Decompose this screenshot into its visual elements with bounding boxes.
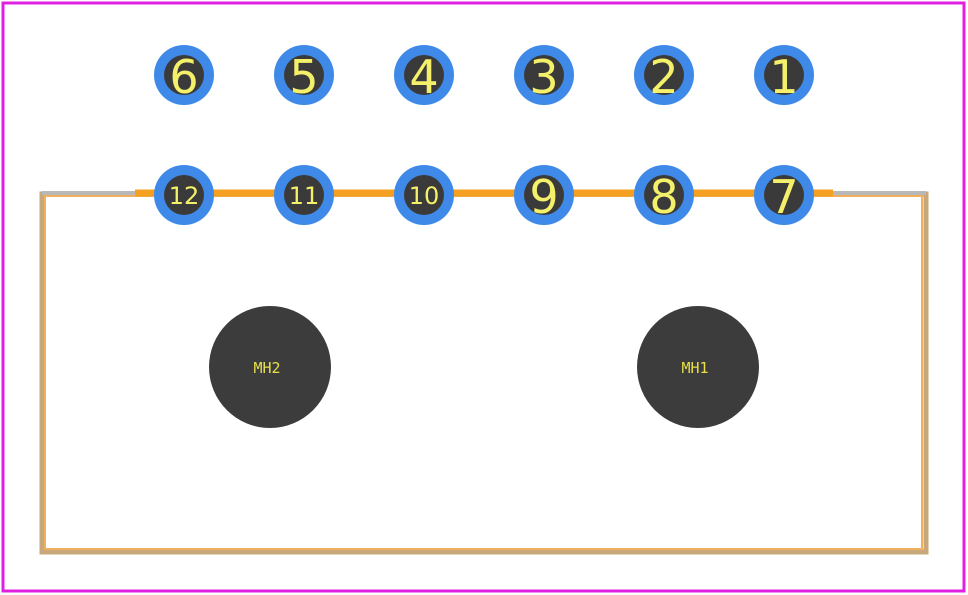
pad-2[interactable]: 2: [634, 45, 694, 105]
pad-number-label: 1: [769, 50, 798, 104]
outline-inner: [44, 195, 923, 550]
pad-number-label: 9: [529, 170, 558, 224]
pad-5[interactable]: 5: [274, 45, 334, 105]
pad-12[interactable]: 12: [154, 165, 214, 225]
pad-number-label: 7: [769, 170, 798, 224]
pad-number-label: 10: [409, 182, 440, 210]
pad-3[interactable]: 3: [514, 45, 574, 105]
mounting-hole-label: MH1: [681, 359, 708, 377]
pad-4[interactable]: 4: [394, 45, 454, 105]
pad-drill: [164, 175, 204, 215]
pad-9[interactable]: 9: [514, 165, 574, 225]
pad-8[interactable]: 8: [634, 165, 694, 225]
pad-7[interactable]: 7: [754, 165, 814, 225]
pad-number-label: 4: [409, 50, 438, 104]
pad-number-label: 2: [649, 50, 678, 104]
pad-drill: [764, 175, 804, 215]
pad-11[interactable]: 11: [274, 165, 334, 225]
mounting-holes-layer: MH2 MH1: [209, 306, 759, 428]
pad-drill: [644, 175, 684, 215]
pad-10[interactable]: 10: [394, 165, 454, 225]
outline-shadow: [39, 191, 929, 555]
pad-drill: [524, 55, 564, 95]
pad-drill: [764, 55, 804, 95]
pad-drill: [164, 55, 204, 95]
pad-drill: [524, 175, 564, 215]
pad-drill: [404, 55, 444, 95]
pad-number-label: 11: [289, 182, 320, 210]
pad-number-label: 8: [649, 170, 678, 224]
connector-outline: [39, 191, 929, 555]
pad-drill: [644, 55, 684, 95]
mounting-hole-mh2[interactable]: MH2: [209, 306, 331, 428]
pad-number-label: 12: [169, 182, 200, 210]
pad-drill: [404, 175, 444, 215]
pad-1[interactable]: 1: [754, 45, 814, 105]
pad-number-label: 5: [289, 50, 318, 104]
pad-6[interactable]: 6: [154, 45, 214, 105]
pad-drill: [284, 175, 324, 215]
pads-layer: 6 5 4 3 2 1 12 11 10 9 8 7: [154, 45, 814, 225]
pad-number-label: 6: [169, 50, 198, 104]
mounting-hole-label: MH2: [253, 359, 280, 377]
pad-drill: [284, 55, 324, 95]
mounting-hole-drill: [209, 306, 331, 428]
mounting-hole-mh1[interactable]: MH1: [637, 306, 759, 428]
mounting-hole-drill: [637, 306, 759, 428]
pad-number-label: 3: [529, 50, 558, 104]
